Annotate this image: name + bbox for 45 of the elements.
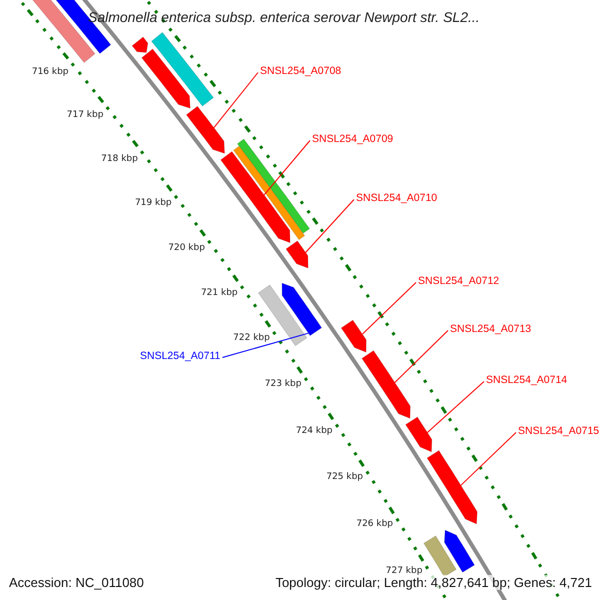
gene-feature	[405, 416, 432, 452]
gene-block	[423, 535, 457, 578]
gene-block	[151, 32, 214, 107]
gene-label: SNSL254_A0710	[356, 192, 438, 205]
leader-line	[394, 330, 448, 383]
leader-line	[460, 432, 516, 486]
gene-label: SNSL254_A0708	[260, 65, 342, 78]
leader-line	[264, 140, 310, 196]
leader-line	[362, 282, 416, 335]
tick-label: 719 kbp	[134, 198, 172, 208]
tick-label: 727 kbp	[386, 566, 422, 576]
tick-label: 718 kbp	[101, 154, 138, 164]
gene-feature	[286, 240, 308, 269]
gene-feature	[361, 350, 411, 419]
genome-info-text: Topology: circular; Length: 4,827,641 bp; Genes: 4,721	[275, 575, 592, 590]
tick-label: 723 kbp	[264, 379, 302, 390]
tick-label: 726 kbp	[356, 519, 394, 530]
leader-line	[426, 381, 484, 433]
gene-feature	[141, 48, 191, 109]
gene-label: SNSL254_A0712	[418, 275, 500, 288]
leader-line	[213, 72, 258, 128]
gene-block	[233, 146, 306, 240]
accession-text: Accession: NC_011080	[9, 575, 144, 590]
gene-label: SNSL254_A0715	[518, 425, 600, 438]
map-title: Salmonella enterica subsp. enterica serovar Newport str. SL2...	[88, 9, 480, 25]
gene-feature	[340, 320, 366, 353]
gene-feature	[132, 36, 148, 53]
gene-feature	[444, 530, 475, 573]
tick-label: 721 kbp	[200, 288, 238, 298]
tick-label: 716 kbp	[32, 66, 69, 76]
gene-label: SNSL254_A0714	[486, 374, 568, 387]
gene-label: SNSL254_A0713	[450, 323, 532, 336]
tick-label: 720 kbp	[168, 242, 205, 253]
gene-label: SNSL254_A0711	[140, 350, 220, 363]
tick-label: 725 kbp	[326, 472, 364, 482]
gene-feature	[282, 282, 322, 336]
tick-label: 717 kbp	[66, 110, 104, 120]
gene-block	[236, 138, 310, 234]
gene-label: SNSL254_A0709	[312, 133, 394, 146]
gene-feature	[426, 450, 478, 524]
tick-label: 724 kbp	[296, 426, 333, 436]
leader-line	[305, 199, 354, 253]
gene-feature	[186, 106, 225, 154]
tick-label: 722 kbp	[233, 333, 270, 344]
gene-feature	[220, 151, 290, 244]
